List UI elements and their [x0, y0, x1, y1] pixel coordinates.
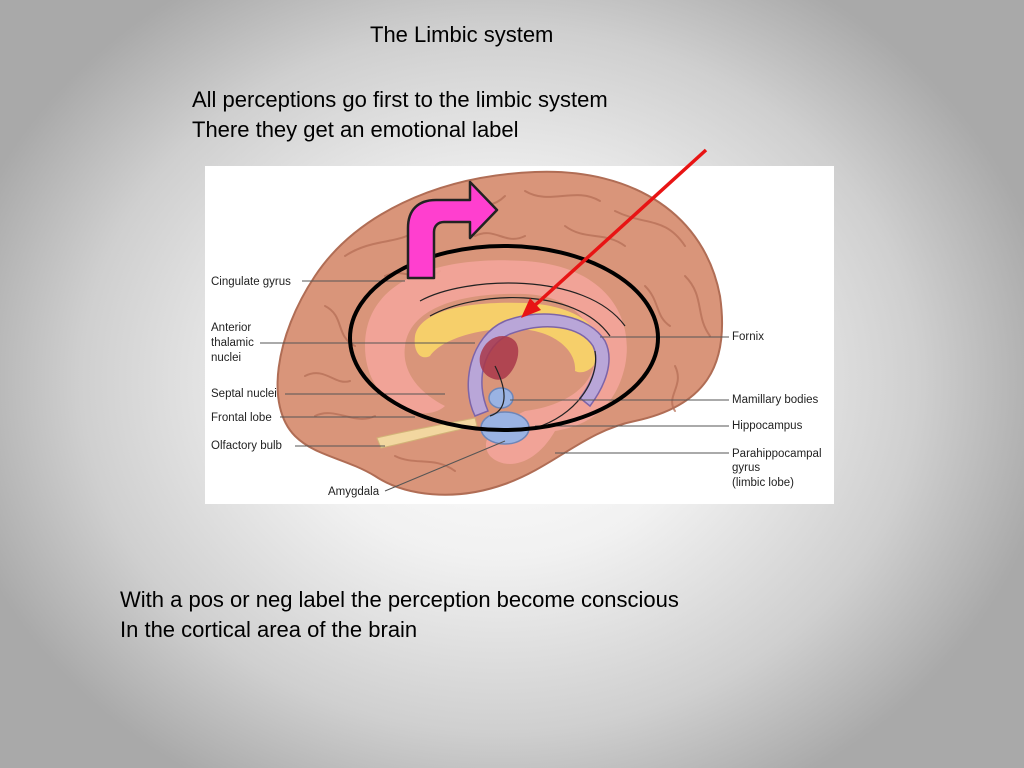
label-frontal-lobe: Frontal lobe	[211, 412, 272, 424]
intro-line-1: All perceptions go first to the limbic s…	[192, 87, 608, 112]
intro-line-2: There they get an emotional label	[192, 117, 519, 142]
conclusion-text: With a pos or neg label the perception b…	[120, 585, 679, 645]
label-gyrus: gyrus	[732, 462, 760, 474]
conclusion-line-1: With a pos or neg label the perception b…	[120, 587, 679, 612]
amygdala-blob	[488, 387, 514, 409]
label-anterior: Anterior	[211, 322, 251, 334]
brain-illustration: Cingulate gyrus Anterior thalamic nuclei…	[211, 170, 822, 498]
limbic-system-figure: Cingulate gyrus Anterior thalamic nuclei…	[205, 166, 834, 504]
label-amygdala: Amygdala	[328, 486, 380, 498]
label-septal-nuclei: Septal nuclei	[211, 388, 277, 400]
conclusion-line-2: In the cortical area of the brain	[120, 617, 418, 642]
slide-title: The Limbic system	[370, 22, 554, 47]
label-mamillary-bodies: Mamillary bodies	[732, 394, 819, 406]
label-cingulate-gyrus: Cingulate gyrus	[211, 276, 291, 288]
label-limbic-lobe: (limbic lobe)	[732, 477, 794, 489]
label-olfactory-bulb: Olfactory bulb	[211, 440, 282, 452]
label-parahippocampal: Parahippocampal	[732, 448, 822, 460]
label-hippocampus: Hippocampus	[732, 420, 803, 432]
label-nuclei: nuclei	[211, 352, 241, 364]
label-thalamic: thalamic	[211, 337, 254, 349]
hippocampus-blob	[480, 411, 530, 445]
label-fornix: Fornix	[732, 331, 764, 343]
intro-text: All perceptions go first to the limbic s…	[192, 85, 608, 145]
